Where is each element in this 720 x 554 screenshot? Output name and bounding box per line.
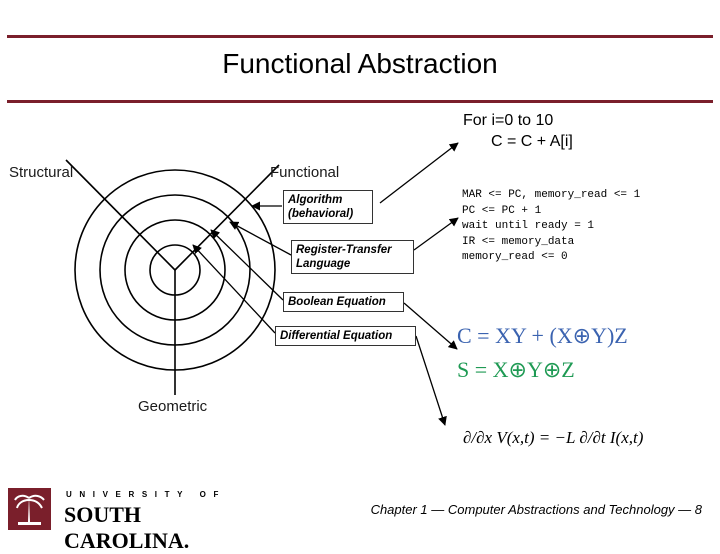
palmetto-seal-icon	[8, 488, 51, 530]
for-loop-line2: C = C + A[i]	[491, 133, 573, 150]
level-differential-box: Differential Equation	[275, 326, 416, 346]
arrow-to-differential-eq	[415, 335, 447, 426]
level-algorithm-line1: Algorithm	[288, 194, 343, 206]
level-algorithm-box: Algorithm (behavioral)	[283, 190, 373, 224]
title-rule	[7, 100, 713, 103]
university-logo: UNIVERSITY OF SOUTH CAROLINA.	[8, 488, 234, 553]
rtl-code-line: wait until ready = 1	[462, 220, 595, 233]
level-rtl-box: Register-Transfer Language	[291, 240, 414, 274]
structural-axis	[65, 159, 176, 271]
for-loop-line1: For i=0 to 10	[463, 112, 554, 129]
y-chart-diagram	[65, 142, 459, 426]
rtl-code-line: PC <= PC + 1	[462, 204, 542, 217]
level-pointers	[192, 201, 292, 334]
sum-equation: S = X⊕Y⊕Z	[457, 357, 575, 382]
differential-equation: ∂/∂x V(x,t) = −L ∂/∂t I(x,t)	[463, 428, 644, 447]
level-differential-line1: Differential Equation	[280, 330, 393, 342]
level-boolean-box: Boolean Equation	[283, 292, 404, 312]
rtl-code-line: IR <= memory_data	[462, 235, 575, 248]
carry-equation: C = XY + (X⊕Y)Z	[457, 323, 628, 348]
structural-label: Structural	[9, 164, 74, 181]
slide-title: Functional Abstraction	[222, 48, 498, 79]
level-boolean-line1: Boolean Equation	[288, 296, 386, 308]
functional-label: Functional	[270, 164, 340, 181]
pointer-rtl	[229, 221, 292, 256]
functional-axis	[174, 164, 280, 271]
chapter-footer: Chapter 1 — Computer Abstractions and Te…	[370, 502, 702, 517]
rtl-code-line: memory_read <= 0	[462, 251, 568, 264]
top-rule	[7, 35, 713, 38]
arrow-to-boolean-eq	[403, 302, 458, 350]
pointer-differential	[192, 244, 276, 334]
arrow-to-for-loop	[379, 142, 459, 204]
level-algorithm-line2: (behavioral)	[288, 208, 354, 220]
pointer-boolean	[210, 229, 284, 301]
university-wordmark-top: UNIVERSITY OF	[66, 490, 226, 499]
example-pointers	[379, 142, 459, 426]
rtl-code-block: MAR <= PC, memory_read <= 1 PC <= PC + 1…	[462, 188, 640, 266]
level-rtl-line1: Register-Transfer	[296, 244, 392, 256]
geometric-label: Geometric	[138, 398, 208, 415]
level-rtl-line2: Language	[296, 258, 351, 270]
y-axes	[65, 159, 280, 395]
university-wordmark-name: SOUTH CAROLINA.	[64, 502, 190, 553]
arrow-to-rtl-code	[413, 217, 459, 251]
rtl-code-line: MAR <= PC, memory_read <= 1	[462, 189, 641, 201]
